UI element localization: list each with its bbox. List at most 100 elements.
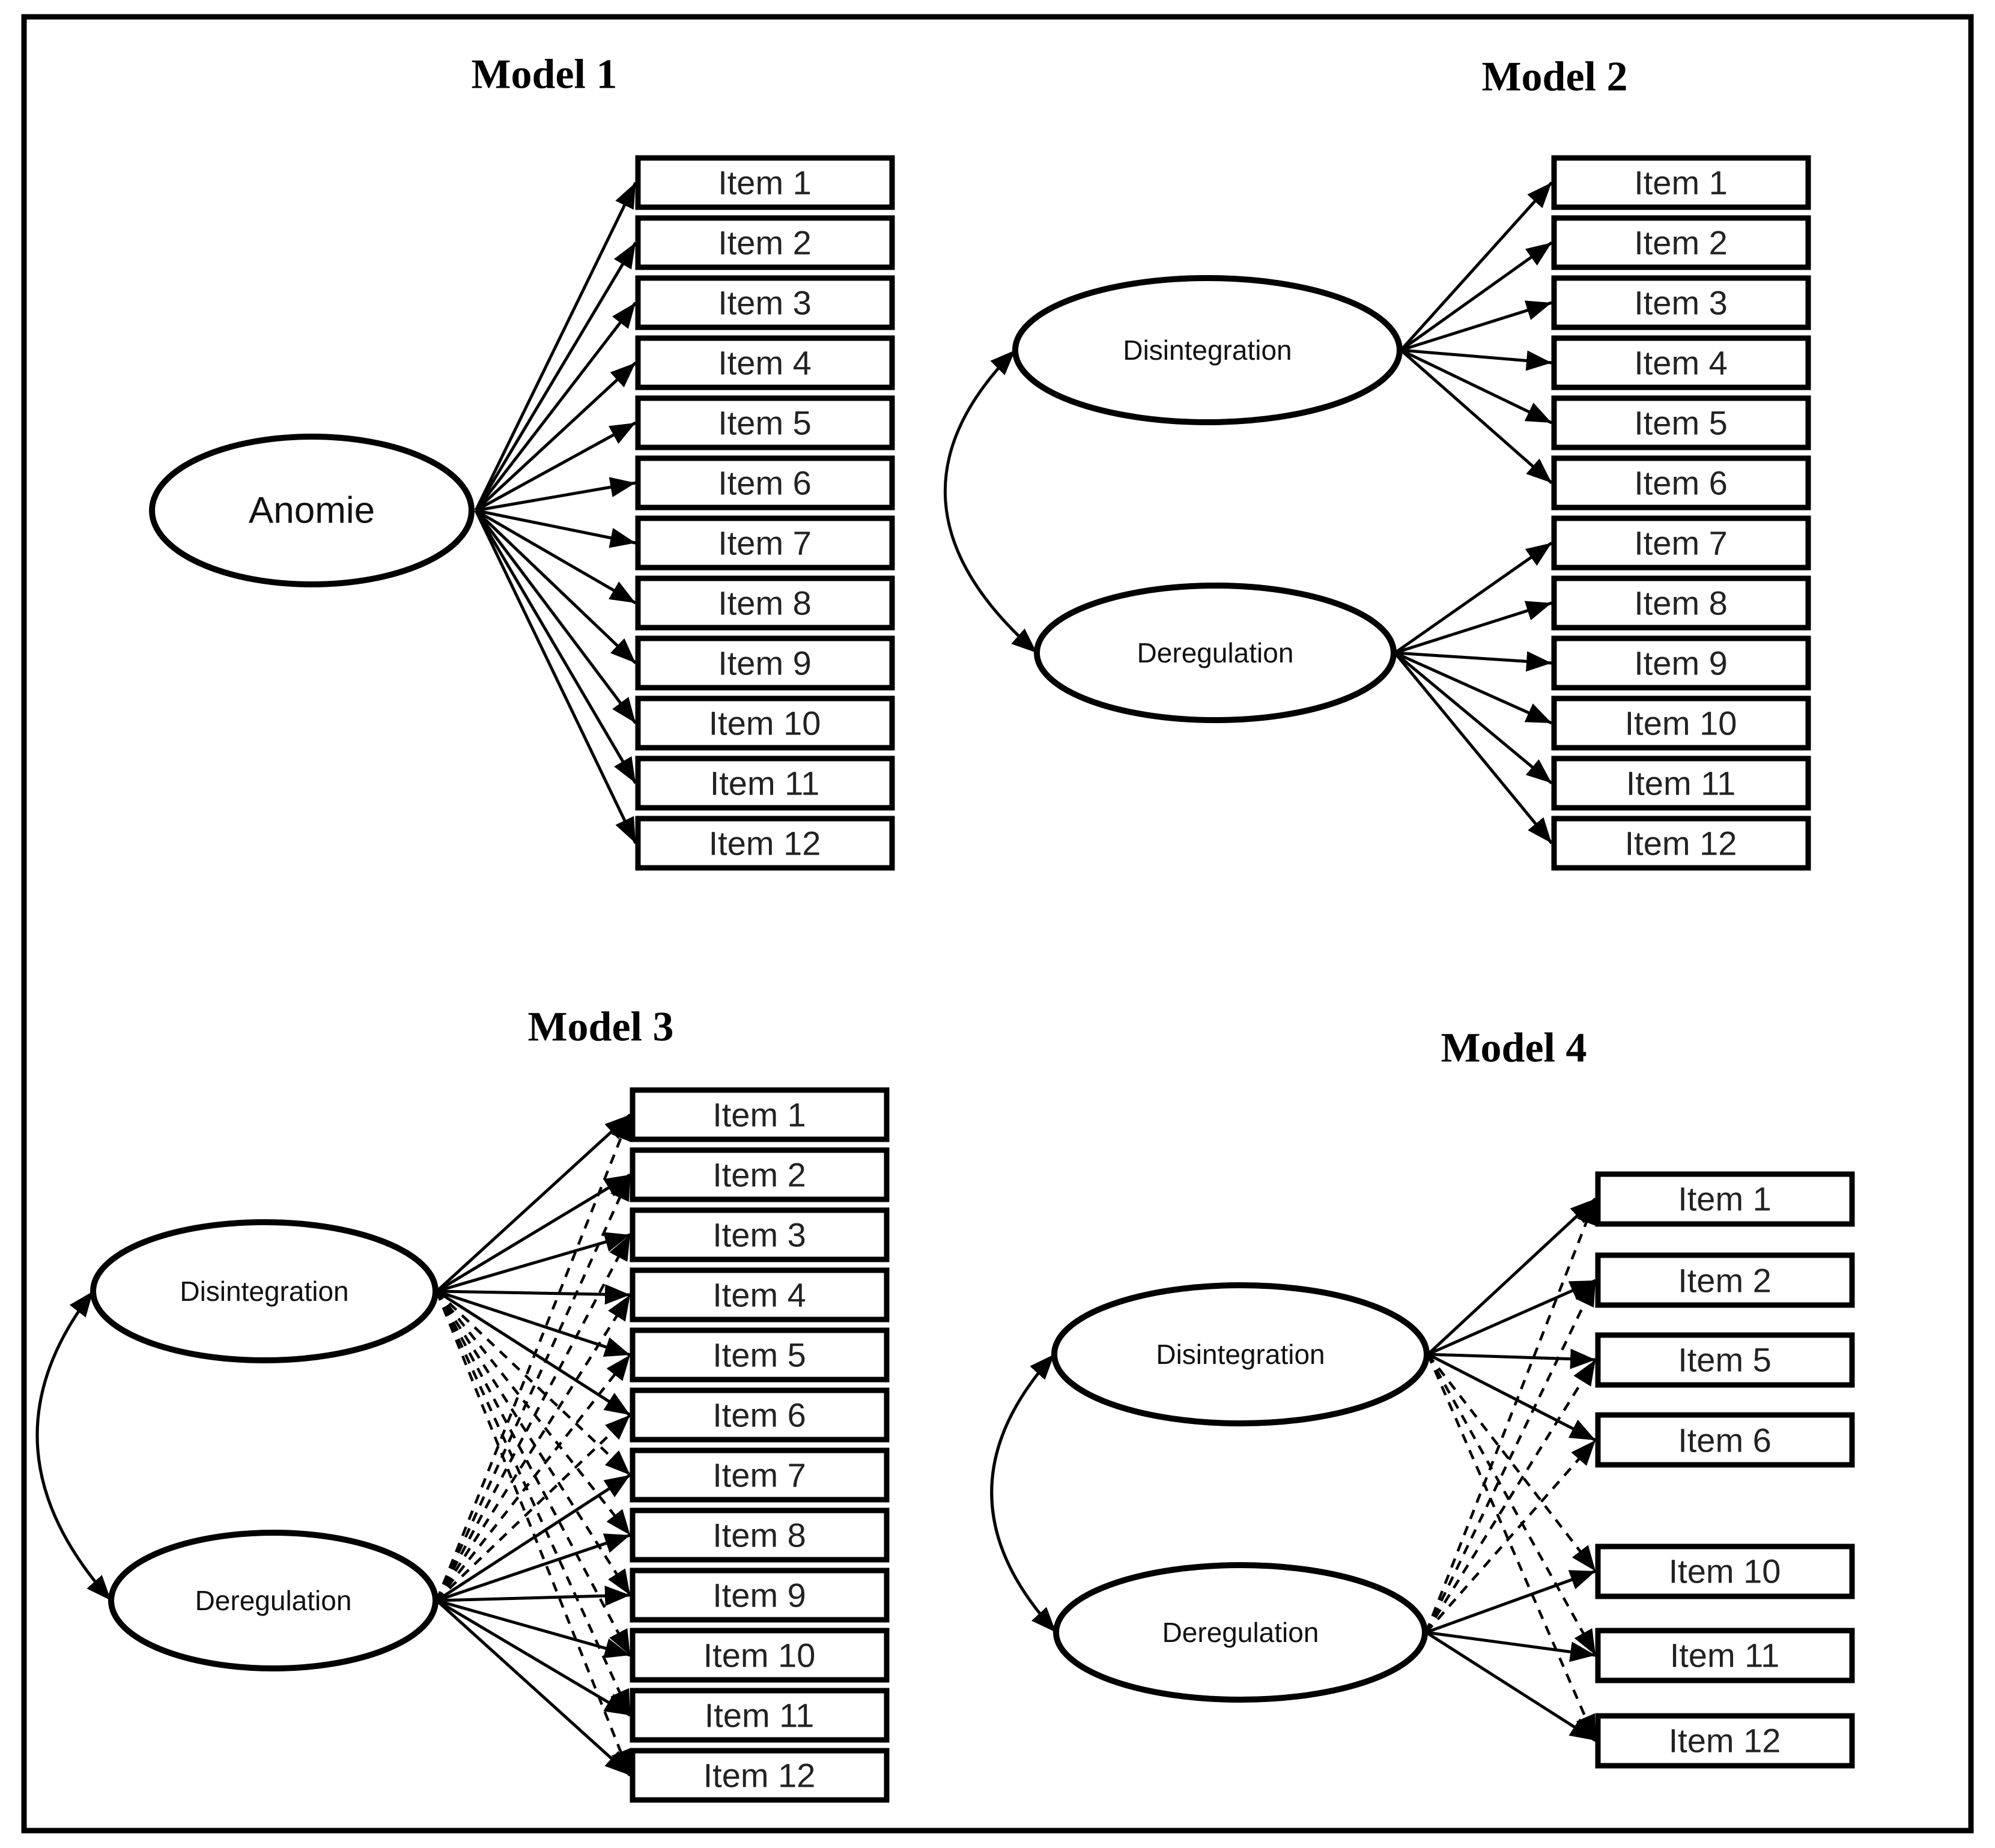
item-label: Item 7 bbox=[718, 524, 812, 562]
item-box bbox=[630, 1147, 890, 1202]
loading-arrow bbox=[475, 421, 637, 512]
model-2-title: Model 2 bbox=[1481, 54, 1627, 100]
model-4-loading-arrows bbox=[1425, 1198, 1597, 1742]
item-label: Item 4 bbox=[1634, 344, 1728, 382]
model-1: Model 1 Anomie Item 1 Item 2 Item 3 Item… bbox=[149, 52, 895, 871]
item-label: Item 6 bbox=[1634, 464, 1728, 502]
loading-arrow bbox=[1400, 348, 1552, 371]
loading-arrow bbox=[1427, 1348, 1596, 1369]
model-3-loading-arrows bbox=[436, 1113, 631, 1777]
cross-loading-arrow bbox=[1426, 1354, 1597, 1741]
item-label: Item 6 bbox=[1678, 1422, 1772, 1459]
loading-arrow bbox=[474, 241, 637, 512]
item-box bbox=[1551, 635, 1811, 691]
model-3-items: Item 1 Item 2 Item 3 Item 4 Item 5 Item … bbox=[630, 1087, 890, 1803]
model-4: Model 4 Disintegration Deregulation Item… bbox=[990, 1025, 1855, 1769]
loading-arrow bbox=[1426, 1631, 1596, 1662]
item-box bbox=[630, 1087, 890, 1142]
item-box bbox=[635, 816, 895, 871]
loading-arrow bbox=[1394, 601, 1552, 655]
item-box bbox=[635, 756, 895, 811]
factor-label: Deregulation bbox=[1162, 1617, 1319, 1648]
item-box bbox=[1595, 1332, 1855, 1388]
loading-arrow bbox=[474, 181, 637, 512]
loading-arrow bbox=[436, 1284, 631, 1305]
item-box bbox=[1595, 1412, 1855, 1468]
item-label: Item 10 bbox=[703, 1637, 816, 1674]
loading-arrow bbox=[475, 509, 637, 664]
item-box bbox=[1551, 335, 1811, 390]
item-label: Item 12 bbox=[1625, 825, 1737, 862]
loading-arrow bbox=[1426, 1569, 1596, 1634]
factor-ellipse-disintegration bbox=[1012, 275, 1403, 425]
item-box bbox=[1595, 1628, 1855, 1683]
cross-loading-arrow bbox=[435, 1291, 632, 1776]
item-label: Item 6 bbox=[718, 464, 812, 502]
factor-ellipse-disintegration bbox=[90, 1219, 439, 1363]
item-box bbox=[1551, 215, 1811, 270]
item-label: Item 1 bbox=[712, 1096, 806, 1134]
loading-arrow bbox=[1400, 300, 1552, 352]
item-box bbox=[630, 1387, 890, 1443]
cross-loading-arrow bbox=[436, 1354, 631, 1602]
item-box bbox=[630, 1447, 890, 1503]
model-2-items: Item 1 Item 2 Item 3 Item 4 Item 5 Item … bbox=[1551, 155, 1811, 871]
item-box bbox=[1551, 695, 1811, 751]
factor-label: Disintegration bbox=[1156, 1339, 1325, 1370]
loading-arrow bbox=[1394, 652, 1553, 784]
item-box bbox=[635, 395, 895, 450]
item-box bbox=[630, 1688, 890, 1743]
item-box bbox=[1551, 395, 1811, 450]
item-label: Item 11 bbox=[1670, 1637, 1780, 1674]
item-box bbox=[1551, 575, 1811, 631]
loading-arrow bbox=[436, 1586, 631, 1607]
item-box bbox=[1551, 515, 1811, 571]
factor-label: Disintegration bbox=[180, 1276, 348, 1307]
loading-arrow bbox=[436, 1113, 631, 1292]
item-box bbox=[1551, 816, 1811, 871]
loading-arrow bbox=[475, 509, 637, 724]
item-box bbox=[630, 1628, 890, 1683]
loading-arrow bbox=[475, 477, 636, 512]
item-box bbox=[630, 1267, 890, 1322]
loading-arrow bbox=[1400, 349, 1553, 484]
loading-arrow bbox=[475, 301, 637, 512]
item-box bbox=[1551, 155, 1811, 210]
item-label: Item 3 bbox=[718, 284, 812, 322]
model-2: Model 2 Disintegration Deregulation Item… bbox=[943, 54, 1811, 871]
loading-arrow bbox=[1394, 541, 1553, 655]
item-label: Item 7 bbox=[1634, 524, 1728, 562]
item-label: Item 10 bbox=[709, 704, 821, 742]
item-box bbox=[630, 1327, 890, 1383]
item-label: Item 11 bbox=[705, 1697, 815, 1734]
loading-arrow bbox=[436, 1599, 631, 1717]
covariance-arrow bbox=[990, 1353, 1057, 1634]
model-1-items: Item 1 Item 2 Item 3 Item 4 Item 5 Item … bbox=[635, 155, 895, 871]
factor-ellipse-deregulation bbox=[1053, 1562, 1428, 1703]
item-box bbox=[635, 335, 895, 390]
item-box bbox=[635, 515, 895, 571]
loading-arrow bbox=[1400, 241, 1553, 352]
model-4-title: Model 4 bbox=[1441, 1025, 1587, 1071]
item-label: Item 9 bbox=[1634, 644, 1728, 682]
item-label: Item 12 bbox=[709, 825, 821, 862]
item-box bbox=[635, 155, 895, 210]
item-label: Item 8 bbox=[712, 1516, 806, 1554]
cross-loading-arrow bbox=[1424, 1280, 1597, 1633]
item-box bbox=[635, 575, 895, 631]
item-label: Item 9 bbox=[718, 644, 812, 682]
factor-label: Deregulation bbox=[195, 1585, 352, 1616]
item-label: Item 5 bbox=[718, 404, 812, 442]
loading-arrow bbox=[436, 1599, 631, 1777]
item-box bbox=[635, 695, 895, 751]
loading-arrow bbox=[475, 362, 637, 512]
item-label: Item 2 bbox=[712, 1156, 806, 1194]
item-label: Item 8 bbox=[1634, 584, 1728, 622]
model-4-cross-loading-arrows bbox=[1424, 1198, 1597, 1741]
item-label: Item 12 bbox=[1669, 1722, 1781, 1760]
model-3-title: Model 3 bbox=[527, 1004, 673, 1050]
loading-arrow bbox=[1394, 652, 1553, 844]
item-box bbox=[630, 1748, 890, 1803]
item-box bbox=[1551, 275, 1811, 330]
